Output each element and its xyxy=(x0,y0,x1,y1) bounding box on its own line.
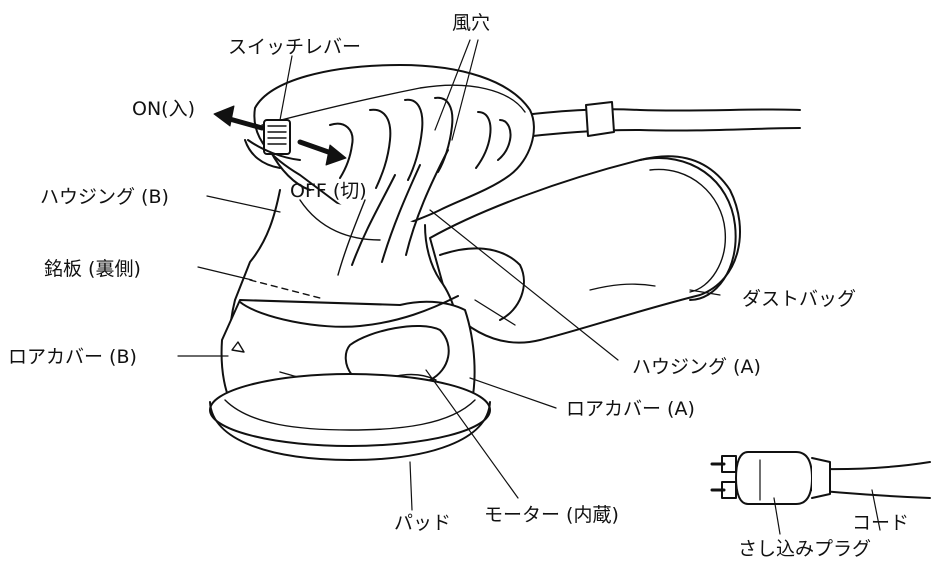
leader-dust-bag xyxy=(689,289,721,296)
leader-housing-b xyxy=(206,195,281,213)
leader-switch-lever xyxy=(279,55,293,121)
label-pad: パッド xyxy=(394,512,452,534)
leader-vent-2 xyxy=(451,39,479,141)
leader-lines xyxy=(177,39,881,535)
label-lower-cover-a: ロアカバー (A) xyxy=(566,398,695,420)
label-motor: モーター (内蔵) xyxy=(484,504,619,526)
label-nameplate: 銘板 (裏側) xyxy=(44,258,141,280)
label-cord: コード xyxy=(852,512,910,534)
cord-from-tool xyxy=(499,101,801,141)
label-off: OFF (切) xyxy=(290,180,367,202)
label-plug: さし込みプラグ xyxy=(738,538,872,560)
on-off-arrows xyxy=(213,105,347,166)
label-vent: 風穴 xyxy=(452,12,491,34)
switch-lever xyxy=(247,119,301,161)
label-housing-a: ハウジング (A) xyxy=(632,356,761,378)
plug-illustration xyxy=(710,451,931,505)
leader-vent-1 xyxy=(434,39,471,131)
label-on: ON(入) xyxy=(132,98,195,120)
leader-pad xyxy=(409,461,413,511)
leader-housing-a xyxy=(429,209,619,361)
dust-bag xyxy=(429,155,741,344)
leader-plug xyxy=(773,497,781,535)
label-housing-b: ハウジング (B) xyxy=(40,186,169,208)
label-dust-bag: ダストバッグ xyxy=(742,288,857,310)
leader-motor xyxy=(425,369,519,499)
leader-cord xyxy=(871,489,881,531)
label-switch-lever: スイッチレバー xyxy=(228,36,362,58)
label-lower-cover-b: ロアカバー (B) xyxy=(8,346,137,368)
leader-nameplate xyxy=(197,266,253,281)
leader-lower-cover-a xyxy=(469,377,557,409)
pad xyxy=(209,373,491,461)
